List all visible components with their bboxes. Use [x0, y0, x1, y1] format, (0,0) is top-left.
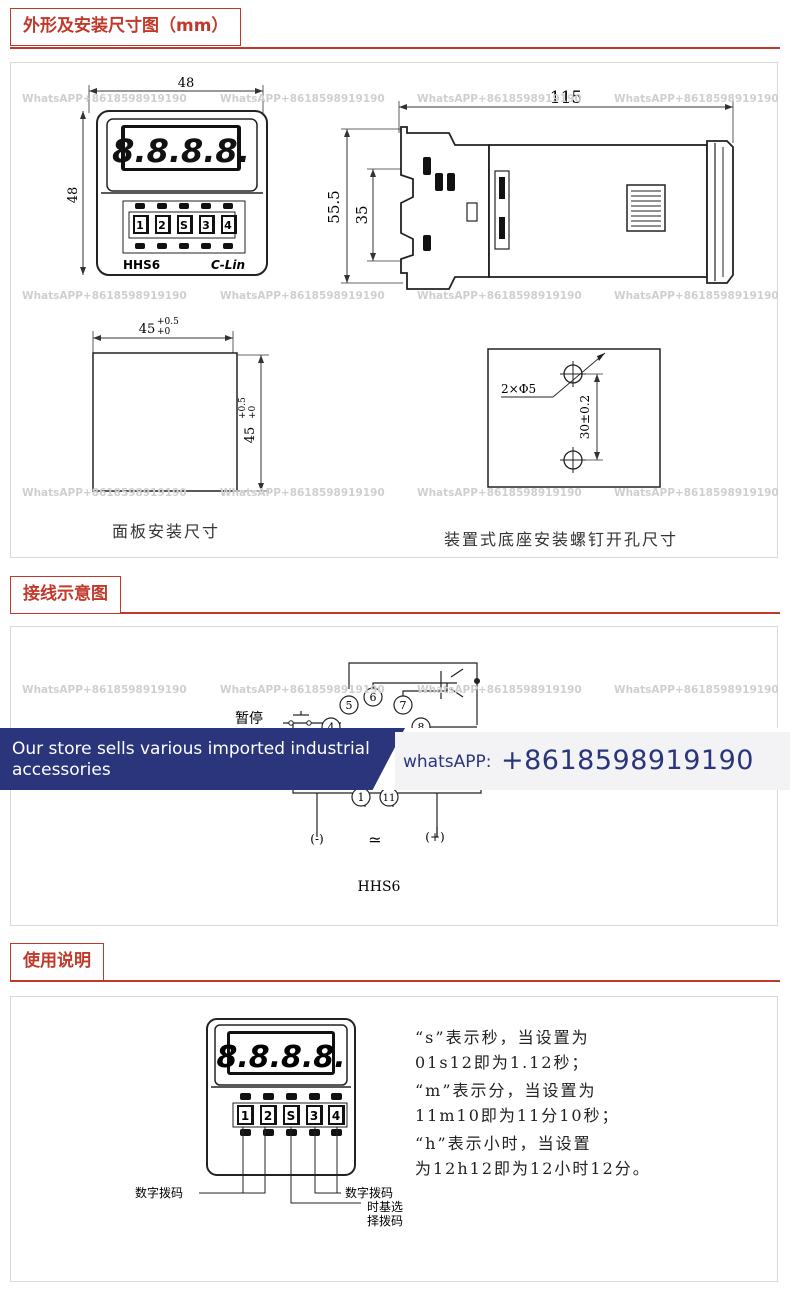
- panel-cutout: 45 +0.5 +0 45 +0.5 +0: [92, 317, 269, 492]
- cutout-caption: 面板安装尺寸: [112, 522, 221, 541]
- usage-switch-row: 1 2 S 3 4: [237, 1105, 345, 1125]
- usage-panel: 8.8.8.8. 1 2 S 3 4: [10, 996, 778, 1282]
- front-display-digits: 8.8.8.8.: [112, 132, 250, 170]
- front-height-label: 48: [66, 187, 81, 204]
- positive-terminal-label: (+): [425, 830, 444, 844]
- store-banner: Our store sells various imported industr…: [0, 728, 790, 790]
- usage-switch-3: 3: [310, 1109, 318, 1123]
- terminal-6: 6: [370, 691, 377, 704]
- label-time-base-2: 择拨码: [367, 1214, 403, 1228]
- section-rule-dimensions: [10, 47, 780, 49]
- banner-line-1: Our store sells various imported industr…: [12, 739, 370, 759]
- usage-note-2: 01s12即为1.12秒；: [415, 1053, 590, 1072]
- section-title-usage: 使用说明: [10, 943, 104, 981]
- whatsapp-number: +8618598919190: [501, 745, 754, 776]
- terminal-4: 4: [328, 721, 335, 734]
- front-switch-3: 3: [202, 219, 210, 232]
- usage-diagram: 8.8.8.8. 1 2 S 3 4: [135, 1018, 403, 1228]
- usage-switch-s: S: [287, 1109, 296, 1123]
- usage-note-1: “s”表示秒，当设置为: [415, 1028, 590, 1047]
- side-view: 115 55.5 35: [325, 88, 734, 290]
- terminal-5: 5: [346, 699, 353, 712]
- section-title-wiring: 接线示意图: [10, 576, 121, 614]
- usage-note-4: 11m10即为11分10秒；: [415, 1106, 620, 1125]
- cutout-width-tol-lower: +0: [157, 327, 171, 337]
- usage-switch-4: 4: [332, 1109, 340, 1123]
- terminal-7: 7: [400, 699, 407, 712]
- terminal-11: 11: [383, 793, 396, 804]
- front-switch-4: 4: [224, 219, 232, 232]
- usage-note-6: 为12h12即为12小时12分。: [415, 1159, 651, 1178]
- front-switch-row: 1 2 S 3 4: [133, 215, 237, 234]
- terminal-8: 8: [418, 721, 425, 734]
- dimension-drawings: 48 48 8.8.8.8.: [66, 76, 734, 492]
- terminal-1: 1: [358, 791, 365, 804]
- base-holes-caption: 装置式底座安装螺钉开孔尺寸: [444, 530, 679, 549]
- cutout-height-tol-lower: +0: [248, 405, 258, 419]
- front-switch-2: 2: [158, 219, 166, 232]
- section-title-dimensions: 外形及安装尺寸图（mm）: [10, 8, 242, 46]
- section-rule-wiring: [10, 612, 780, 614]
- banner-line-2: accessories: [12, 760, 111, 780]
- usage-note-3: “m”表示分，当设置为: [415, 1081, 597, 1100]
- front-width-label: 48: [178, 76, 195, 91]
- side-height-inner-label: 35: [353, 205, 371, 224]
- cutout-width-label: 45: [139, 322, 156, 337]
- wiring-model-label: HHS6: [358, 879, 401, 895]
- pause-label: 暂停: [235, 710, 263, 727]
- side-height-outer-label: 55.5: [325, 190, 343, 223]
- label-digit-switch-left: 数字拨码: [135, 1185, 183, 1200]
- label-time-base-1: 时基选: [367, 1200, 403, 1214]
- brand-logo: C-Lin: [211, 258, 245, 272]
- ac-symbol: ≃: [368, 830, 381, 849]
- side-length-label: 115: [550, 88, 582, 108]
- banner-contact: whatsAPP: +8618598919190: [395, 732, 790, 790]
- front-switch-s: S: [180, 219, 188, 232]
- whatsapp-label: whatsAPP:: [403, 752, 492, 772]
- cutout-width-tol-upper: +0.5: [157, 317, 179, 327]
- base-hole-count-label: 2×Φ5: [501, 382, 536, 396]
- front-model-label: HHS6: [123, 258, 160, 272]
- usage-switch-2: 2: [264, 1109, 272, 1123]
- negative-terminal-label: (-): [310, 832, 323, 846]
- front-switch-1: 1: [136, 219, 144, 232]
- base-hole-layout: 2×Φ5 30±0.2: [487, 348, 661, 488]
- usage-note-5: “h”表示小时，当设置: [415, 1134, 592, 1153]
- cutout-height-tol-upper: +0.5: [238, 397, 248, 419]
- banner-promo: Our store sells various imported industr…: [0, 728, 405, 790]
- front-view: 48 48 8.8.8.8.: [66, 76, 268, 276]
- cutout-height-label: 45: [243, 427, 258, 444]
- usage-switch-1: 1: [241, 1109, 249, 1123]
- section-rule-usage: [10, 980, 780, 982]
- label-digit-switch-right: 数字拨码: [345, 1185, 393, 1200]
- base-hole-spacing-label: 30±0.2: [578, 395, 592, 439]
- usage-display-digits: 8.8.8.8.: [216, 1040, 345, 1075]
- dimensions-panel: 48 48 8.8.8.8.: [10, 62, 778, 558]
